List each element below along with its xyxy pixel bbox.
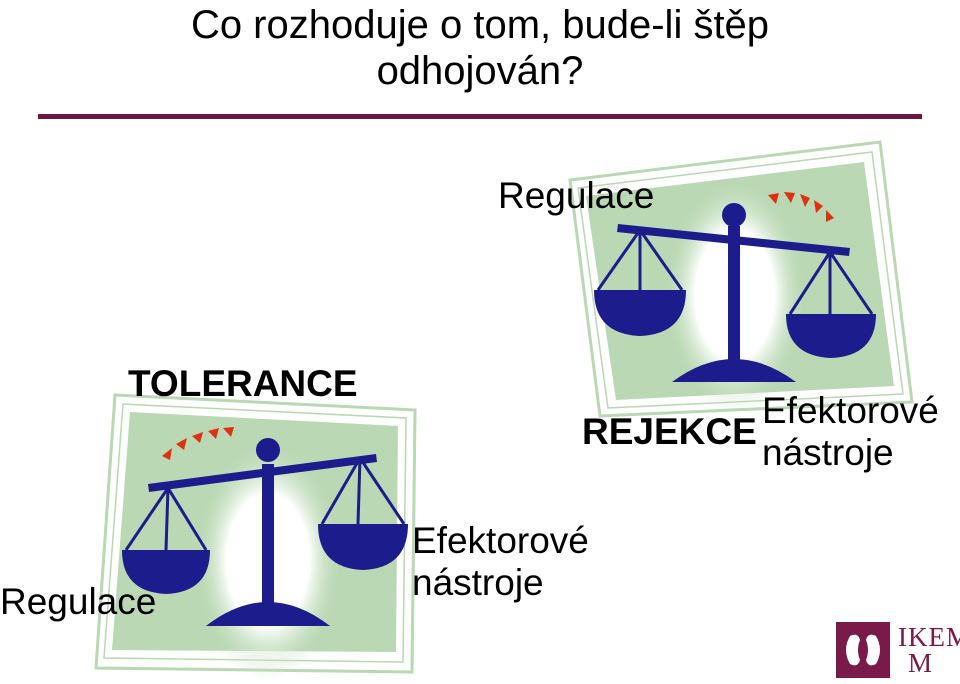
left-effector-label-line-2: nástroje [412,562,544,603]
ikem-logo-line-1: IKEM [898,622,960,652]
ikem-logo: IKEM M [836,622,960,680]
right-red-arrowheads-icon [768,192,834,222]
right-effector-label-line-2: nástroje [762,432,894,473]
right-effector-label: Efektorové nástroje [762,390,939,474]
left-panel-inner-frame [103,403,407,663]
right-panel-inner-frame [577,151,904,409]
title-line-1: Co rozhoduje o tom, bude-li štěp [190,3,770,47]
left-red-arrowheads-icon [162,427,234,460]
title-line-2: odhojován? [376,49,584,93]
slide-title: Co rozhoduje o tom, bude-li štěp odhojov… [0,2,960,94]
tolerance-heading: TOLERANCE [128,363,358,404]
left-effector-label-line-1: Efektorové [412,520,589,561]
right-regulation-label: Regulace [498,175,655,216]
left-regulation-label: Regulace [0,581,157,622]
ikem-logo-text: IKEM M [898,622,960,678]
ikem-kidney-icon [836,622,890,678]
right-scale-panel [568,140,914,418]
ikem-logo-line-2: M [908,648,934,678]
left-scale-panel [94,393,417,680]
title-rule [38,114,922,119]
right-balance-scale-icon [594,203,876,382]
right-effector-label-line-1: Efektorové [762,390,939,431]
left-effector-label: Efektorové nástroje [412,520,589,604]
left-balance-scale-icon [122,438,408,626]
rejection-heading: REJEKCE [582,411,757,452]
